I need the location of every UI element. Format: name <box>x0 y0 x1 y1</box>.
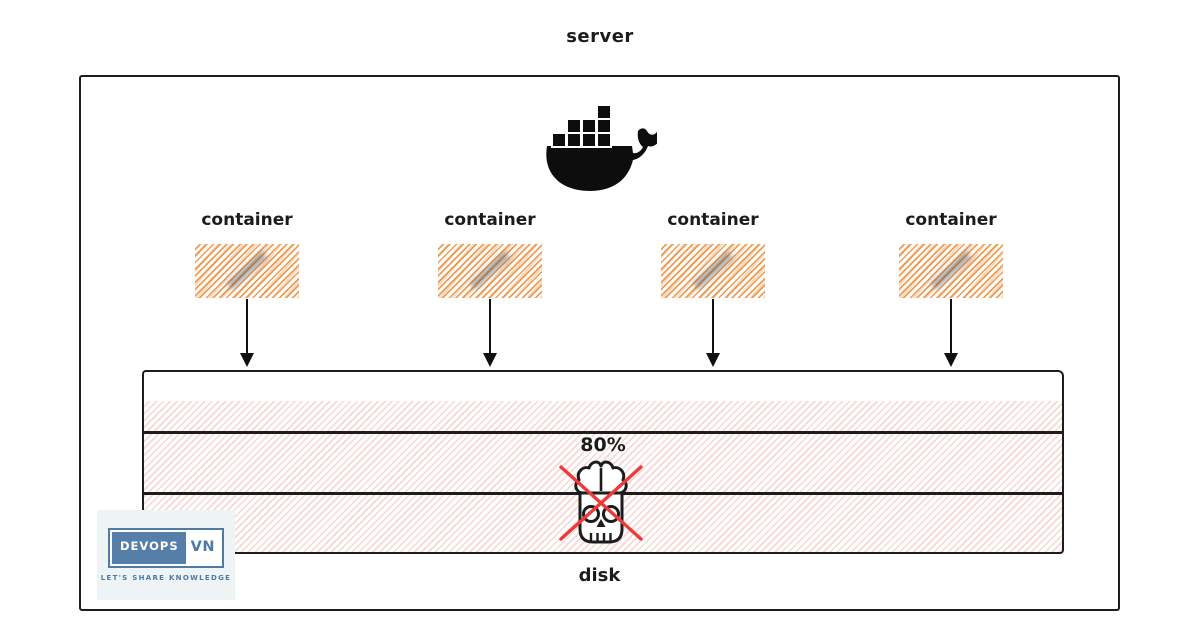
docker-whale-icon <box>546 104 657 191</box>
scribble-mark <box>930 251 972 290</box>
logo-text-vn: VN <box>190 539 215 556</box>
red-cross-icon <box>559 465 643 541</box>
container-unit: container <box>661 210 765 367</box>
container-label: container <box>444 210 536 230</box>
container-unit: container <box>438 210 542 367</box>
container-box <box>438 244 542 298</box>
container-box <box>661 244 765 298</box>
disk-layer-divider <box>143 431 1063 434</box>
container-box <box>899 244 1003 298</box>
scribble-mark <box>226 251 268 290</box>
skull-teeth <box>589 533 612 542</box>
container-unit: container <box>195 210 299 367</box>
container-box <box>195 244 299 298</box>
skull-crossed-out-icon <box>559 460 643 544</box>
whale-containers <box>551 104 612 148</box>
arrow-down-icon <box>438 298 542 367</box>
disk: 80% <box>142 370 1064 554</box>
container-label: container <box>667 210 759 230</box>
container-label: container <box>905 210 997 230</box>
disk-usage-percentage: 80% <box>580 434 626 456</box>
skull-nose <box>596 519 606 527</box>
arrow-down-icon <box>661 298 765 367</box>
container-label: container <box>201 210 293 230</box>
logo-tagline: LET'S SHARE KNOWLEDGE <box>100 573 232 582</box>
devopsvn-logo: DEVOPS VN LET'S SHARE KNOWLEDGE <box>97 510 235 600</box>
arrow-down-icon <box>195 298 299 367</box>
arrow-down-icon <box>899 298 1003 367</box>
container-unit: container <box>899 210 1003 367</box>
logo-mark: DEVOPS VN <box>108 528 224 568</box>
server-box: container container container container … <box>79 75 1120 611</box>
disk-label: disk <box>578 565 621 586</box>
scribble-mark <box>469 251 511 290</box>
scribble-mark <box>692 251 734 290</box>
whale-body <box>546 128 657 191</box>
server-label: server <box>566 26 634 47</box>
logo-text-devops: DEVOPS <box>112 532 186 564</box>
